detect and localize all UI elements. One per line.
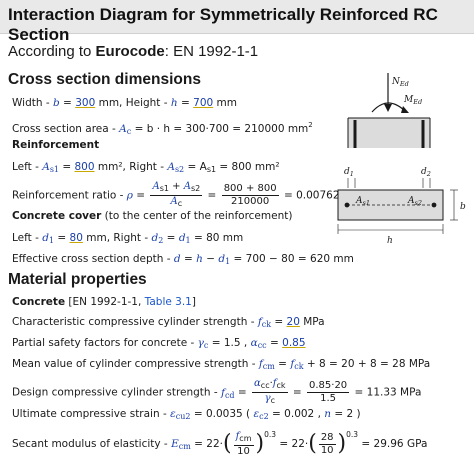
- width-height-row: Width - b = 300 mm, Height - h = 700 mm: [12, 97, 237, 109]
- rebar-as2: [431, 202, 437, 208]
- concrete-heading-row: Concrete [EN 1992-1-1, Table 3.1]: [12, 296, 196, 308]
- section-material: Material properties: [8, 271, 147, 288]
- standard-line: According to Eurocode: EN 1992-1-1: [8, 43, 258, 60]
- width-value[interactable]: 300: [75, 97, 96, 109]
- h-label: h: [387, 236, 393, 246]
- ned-arrowhead: [384, 104, 392, 112]
- rebar-as1: [344, 202, 350, 208]
- reinforcement-area-row: Left - As1 = 800 mm², Right - As2 = As1 …: [12, 161, 280, 174]
- d2-label: d2: [421, 167, 431, 178]
- fck-value[interactable]: 20: [286, 316, 300, 328]
- ned-label: NEd: [391, 77, 409, 88]
- page-title: Interaction Diagram for Symmetrically Re…: [8, 5, 438, 44]
- fcd-row: Design compressive cylinder strength - f…: [12, 378, 422, 405]
- according-suffix: : EN 1992-1-1: [164, 43, 259, 60]
- cross-section-rect: [337, 189, 444, 221]
- d1-label: d1: [344, 167, 354, 178]
- cover-row: Left - d1 = 80 mm, Right - d2 = d1 = 80 …: [12, 232, 244, 245]
- acc-value[interactable]: 0.85: [282, 337, 306, 349]
- med-arrowhead: [401, 106, 409, 113]
- as2-label: As2: [407, 196, 422, 207]
- title-bar: Interaction Diagram for Symmetrically Re…: [0, 0, 474, 44]
- fcm-row: Mean value of cylinder compressive stren…: [12, 358, 431, 371]
- according-standard: Eurocode: [95, 43, 165, 60]
- section-diagram: NEd MEd d1 d2 As1 As2 b h: [337, 73, 466, 246]
- partial-safety-row: Partial safety factors for concrete - γc…: [12, 337, 306, 350]
- table-3-1-link[interactable]: Table 3.1: [144, 296, 192, 308]
- as1-label: As1: [355, 196, 370, 207]
- height-value[interactable]: 700: [193, 97, 214, 109]
- area-row: Cross section area - Ac = b · h = 300·70…: [12, 121, 313, 136]
- b-label: b: [460, 202, 466, 212]
- section-cross-section: Cross section dimensions: [8, 71, 201, 88]
- ultimate-strain-row: Ultimate compressive strain - εcu2 = 0.0…: [12, 408, 361, 421]
- secant-modulus-row: Secant modulus of elasticity - Ecm = 22·…: [12, 430, 428, 457]
- as1-value[interactable]: 800: [74, 161, 95, 173]
- reinforcement-heading: Reinforcement: [12, 139, 100, 151]
- according-prefix: According to: [8, 43, 96, 60]
- concrete-cover-heading: Concrete cover (to the center of the rei…: [12, 210, 293, 222]
- fck-row: Characteristic compressive cylinder stre…: [12, 316, 325, 329]
- med-label: MEd: [403, 95, 422, 106]
- d1-value[interactable]: 80: [69, 232, 83, 244]
- effective-depth-row: Effective cross section depth - d = h − …: [12, 253, 354, 266]
- column-elevation: [348, 118, 430, 148]
